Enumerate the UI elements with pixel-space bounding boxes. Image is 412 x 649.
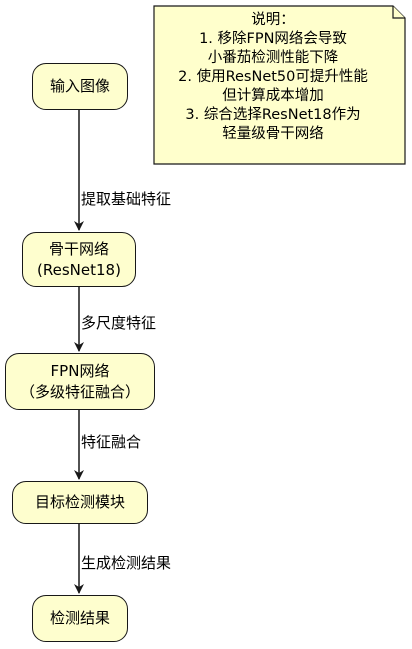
node-backbone-label-2: (ResNet18) — [37, 260, 121, 279]
note-line-1: 1. 移除FPN网络会导致 — [199, 31, 347, 47]
node-fpn-label-1: FPN网络 — [50, 361, 110, 380]
node-detect-module: 目标检测模块 — [12, 481, 148, 524]
edge-label-multiscale-features: 多尺度特征 — [81, 314, 157, 332]
node-input-image-label: 输入图像 — [49, 77, 110, 95]
node-input-image: 输入图像 — [32, 63, 128, 110]
note-line-6: 轻量级骨干网络 — [222, 126, 324, 142]
node-result: 检测结果 — [32, 595, 128, 642]
node-backbone-label-1: 骨干网络 — [48, 239, 109, 258]
note-line-4: 但计算成本增加 — [222, 88, 324, 104]
note-line-2: 小番茄检测性能下降 — [207, 50, 339, 66]
node-backbone: 骨干网络 (ResNet18) — [22, 232, 136, 287]
note-text: 说明： 1. 移除FPN网络会导致 小番茄检测性能下降 2. 使用ResNet5… — [153, 11, 393, 144]
node-fpn: FPN网络 （多级特征融合） — [5, 353, 155, 410]
node-result-label: 检测结果 — [49, 609, 110, 627]
edge-label-generate-results: 生成检测结果 — [81, 554, 172, 572]
note-shape — [153, 5, 406, 165]
note-line-3: 2. 使用ResNet50可提升性能 — [178, 69, 368, 85]
explanation-note: 说明： 1. 移除FPN网络会导致 小番茄检测性能下降 2. 使用ResNet5… — [153, 5, 406, 165]
node-detect-module-label: 目标检测模块 — [34, 493, 125, 511]
note-line-5: 3. 综合选择ResNet18作为 — [185, 107, 361, 123]
node-fpn-label-2: （多级特征融合） — [19, 382, 140, 401]
note-title: 说明： — [251, 12, 295, 28]
edge-label-feature-fusion: 特征融合 — [81, 433, 142, 451]
edge-label-extract-features: 提取基础特征 — [81, 190, 172, 208]
